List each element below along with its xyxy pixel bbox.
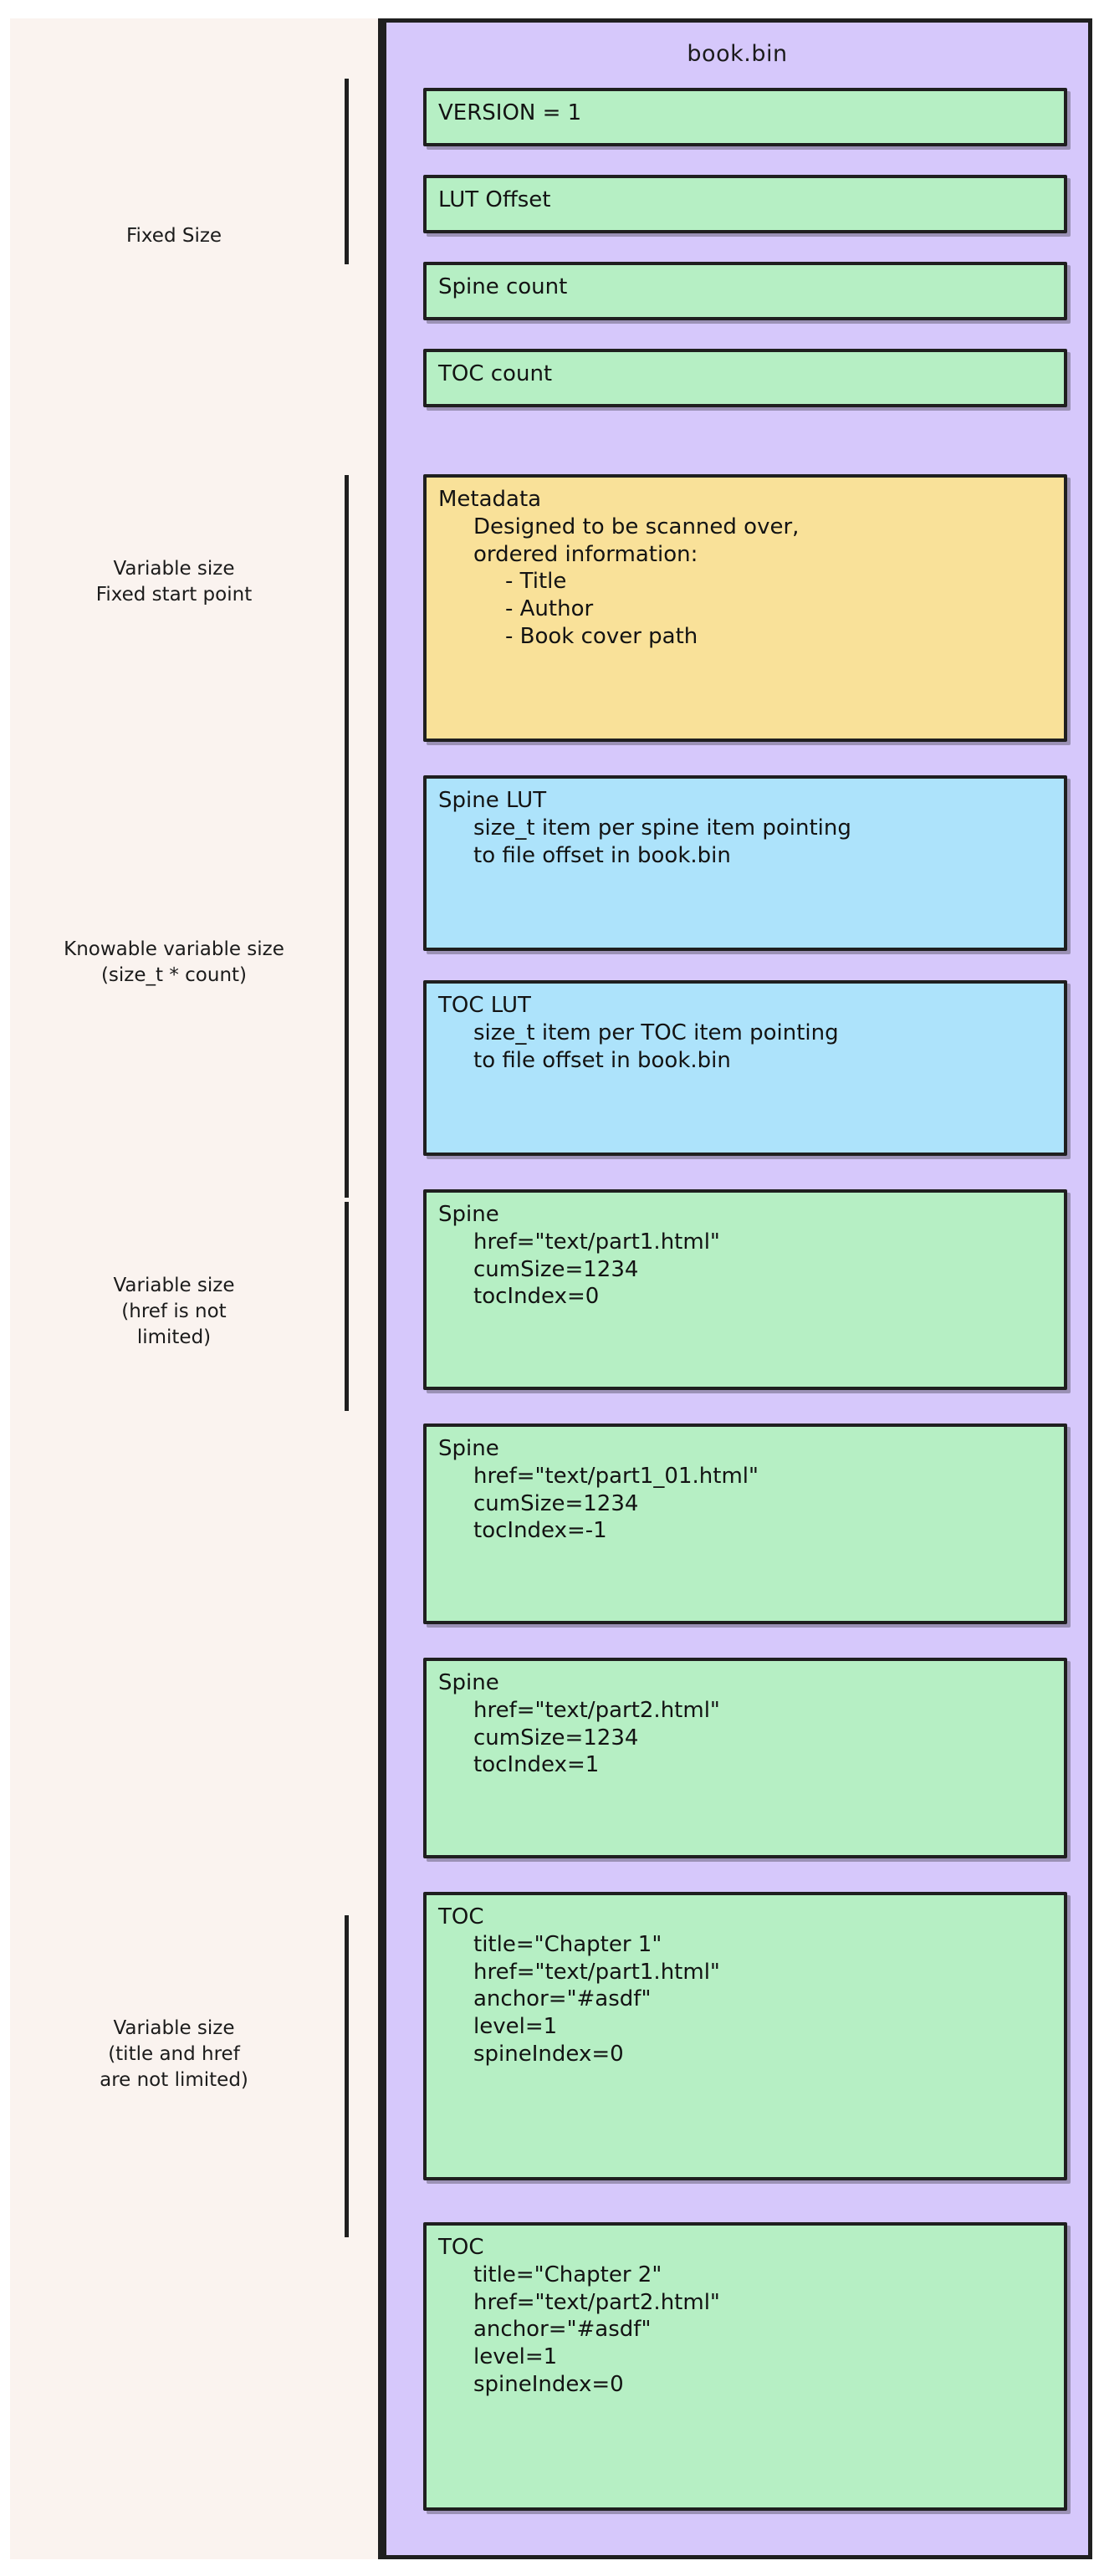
- block-spine-2-line-3: tocIndex=-1: [473, 1518, 607, 1544]
- block-spine-1-line-0: Spine: [438, 1202, 499, 1227]
- block-spine-3-line-3: tocIndex=1: [473, 1752, 600, 1778]
- block-spine-3-line-0: Spine: [438, 1670, 499, 1695]
- block-spine-count: Spine count: [423, 262, 1067, 320]
- block-toc-lut-line-2: to file offset in book.bin: [473, 1047, 731, 1073]
- annotation-column: Fixed Size Variable size Fixed start poi…: [10, 18, 382, 2559]
- block-metadata-line-1: Designed to be scanned over,: [473, 514, 800, 539]
- book-bin-container: book.bin VERSION = 1 LUT Offset Spine co…: [382, 18, 1092, 2559]
- block-toc-1-line-0: TOC: [438, 1904, 484, 1929]
- block-toc-1-line-3: anchor="#asdf": [473, 1986, 652, 2012]
- block-toc-lut-line-1: size_t item per TOC item pointing: [473, 1020, 839, 1045]
- block-spine-lut-line-1: size_t item per spine item pointing: [473, 815, 851, 841]
- block-spine-3-line-1: href="text/part2.html": [473, 1697, 720, 1723]
- label-variable-fixed-start: Variable size Fixed start point: [95, 558, 253, 606]
- block-version: VERSION = 1: [423, 88, 1067, 146]
- label-knowable-variable-size: Knowable variable size (size_t * count): [64, 938, 284, 987]
- block-toc-2-line-1: title="Chapter 2": [473, 2262, 662, 2287]
- bracket-variable-title-href: [345, 1915, 349, 2237]
- label-variable-title-href: Variable size (title and href are not li…: [100, 2017, 248, 2092]
- block-toc-1-line-5: spineIndex=0: [473, 2041, 624, 2067]
- block-spine-3-line-2: cumSize=1234: [473, 1725, 639, 1751]
- block-toc-2-line-2: href="text/part2.html": [473, 2289, 720, 2315]
- block-spine-2-line-2: cumSize=1234: [473, 1490, 639, 1516]
- bracket-variable-href: [345, 1202, 349, 1411]
- block-spine-1-line-3: tocIndex=0: [473, 1284, 600, 1310]
- block-toc-1-line-2: href="text/part1.html": [473, 1959, 720, 1985]
- block-metadata-line-5: - Book cover path: [505, 623, 698, 649]
- block-spine-2-line-0: Spine: [438, 1436, 499, 1461]
- block-spine-1-line-2: cumSize=1234: [473, 1256, 639, 1282]
- block-lut-offset-line-0: LUT Offset: [438, 187, 551, 212]
- label-fixed-size: Fixed Size: [125, 225, 222, 247]
- bracket-variable-fixed-start: [345, 475, 349, 810]
- block-toc-2-line-0: TOC: [438, 2235, 484, 2260]
- block-metadata-line-3: - Title: [505, 569, 567, 595]
- bracket-fixed-size: [345, 79, 349, 264]
- block-spine-lut-line-2: to file offset in book.bin: [473, 842, 731, 868]
- block-toc-2-line-4: level=1: [473, 2344, 558, 2369]
- block-spine-1-line-1: href="text/part1.html": [473, 1229, 720, 1255]
- file-title: book.bin: [687, 41, 788, 67]
- block-toc-count-line-0: TOC count: [438, 361, 553, 386]
- block-lut-offset: LUT Offset: [423, 175, 1067, 233]
- block-metadata-line-4: - Author: [505, 596, 594, 621]
- block-spine-2-line-1: href="text/part1_01.html": [473, 1463, 759, 1489]
- block-toc-1-line-1: title="Chapter 1": [473, 1931, 662, 1957]
- block-toc-2-line-3: anchor="#asdf": [473, 2317, 652, 2343]
- block-toc-2-line-5: spineIndex=0: [473, 2371, 624, 2397]
- block-toc-1-line-4: level=1: [473, 2014, 558, 2039]
- block-spine-count-line-0: Spine count: [438, 274, 568, 299]
- bracket-knowable-variable: [345, 788, 349, 1198]
- block-metadata-line-0: Metadata: [438, 487, 542, 512]
- block-version-line-0: VERSION = 1: [438, 100, 582, 125]
- block-toc-count: TOC count: [423, 349, 1067, 407]
- label-variable-href: Variable size (href is not limited): [113, 1275, 235, 1349]
- block-metadata-line-2: ordered information:: [473, 541, 698, 567]
- block-spine-lut-line-0: Spine LUT: [438, 788, 547, 813]
- block-toc-lut-line-0: TOC LUT: [438, 993, 531, 1018]
